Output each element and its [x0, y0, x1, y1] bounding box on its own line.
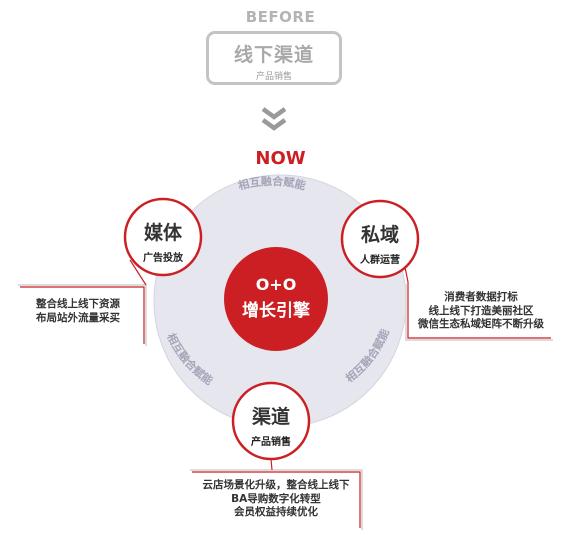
now-label: NOW [255, 148, 306, 169]
channel-note-line: 云店场景化升级，整合线上线下 [202, 479, 350, 491]
channel-node-circle [231, 381, 311, 461]
media-node-title: 媒体 [143, 222, 182, 244]
channel-note-line: BA导购数字化转型 [231, 492, 321, 505]
channel-node-subtitle: 产品销售 [251, 437, 291, 448]
center-title: O+O [255, 275, 297, 294]
private-note-line: 线上线下打造美丽社区 [428, 304, 534, 317]
private-note-frame [405, 282, 553, 341]
media-note-line: 布局站外流量采买 [36, 311, 120, 324]
center-subtitle: 增长引擎 [242, 301, 310, 321]
before-label: BEFORE [245, 8, 316, 26]
media-node: 媒体 广告投放 [125, 218, 201, 264]
media-note: 整合线上线下资源 布局站外流量采买 [10, 298, 146, 325]
double-chevron-down-icon [261, 107, 287, 131]
private-note: 消费者数据打标 线上线下打造美丽社区 微信生态私域矩阵不断升级 [400, 291, 561, 332]
center-label: O+O 增长引擎 [224, 275, 328, 321]
before-box-title: 线下渠道 [233, 44, 314, 66]
before-box-subtitle: 产品销售 [255, 72, 292, 82]
media-node-subtitle: 广告投放 [143, 253, 183, 264]
private-note-line: 微信生态私域矩阵不断升级 [418, 318, 544, 330]
media-node-circle [123, 197, 203, 277]
before-box: 线下渠道 产品销售 [206, 31, 342, 85]
channel-note-line: 会员权益持续优化 [234, 506, 318, 518]
channel-node: 渠道 产品销售 [233, 402, 309, 448]
private-node: 私域 人群运营 [342, 220, 418, 266]
channel-note-frame [190, 469, 363, 530]
private-node-circle [340, 199, 420, 279]
center-circle [224, 247, 328, 351]
channel-node-title: 渠道 [251, 406, 290, 428]
media-note-line: 整合线上线下资源 [36, 298, 120, 310]
channel-note: 云店场景化升级，整合线上线下 BA导购数字化转型 会员权益持续优化 [186, 479, 366, 520]
private-node-subtitle: 人群运营 [360, 255, 400, 266]
private-note-line: 消费者数据打标 [444, 291, 518, 303]
private-node-title: 私域 [360, 224, 399, 246]
